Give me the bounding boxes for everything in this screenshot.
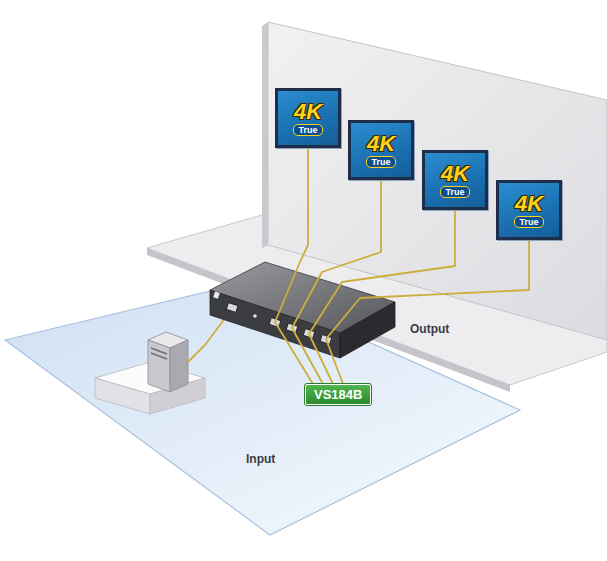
logo-text: 4K [515,193,543,215]
splitter-front [210,290,340,358]
splitter-led [253,314,257,318]
logo-badge: True [366,156,395,168]
display-screen: 4KTrue [422,150,488,210]
splitter-power [213,292,220,299]
splitter-side [340,302,395,358]
logo-text: 4K [441,163,469,185]
pc-front [148,340,170,392]
input-floor [5,284,520,535]
model-name: VS184B [314,387,362,402]
pc-drive [151,353,167,359]
back-wall-side [262,22,268,248]
logo-text: 4K [367,133,395,155]
pedestal-left [95,378,150,414]
display-screen: 4KTrue [496,180,562,240]
display-screen: 4KTrue [348,120,414,180]
model-tag: VS184B [305,384,371,405]
hdmi-cable [292,180,381,384]
hdmi-cable [326,240,529,384]
display-screen: 4KTrue [275,88,341,148]
area-label: Output [410,322,449,336]
pc-side [170,340,188,392]
logo-badge: True [514,216,543,228]
logo-badge: True [440,186,469,198]
area-label: Input [246,452,275,466]
hdmi-cable [275,148,313,384]
logo-badge: True [293,124,322,136]
logo-text: 4K [294,101,322,123]
